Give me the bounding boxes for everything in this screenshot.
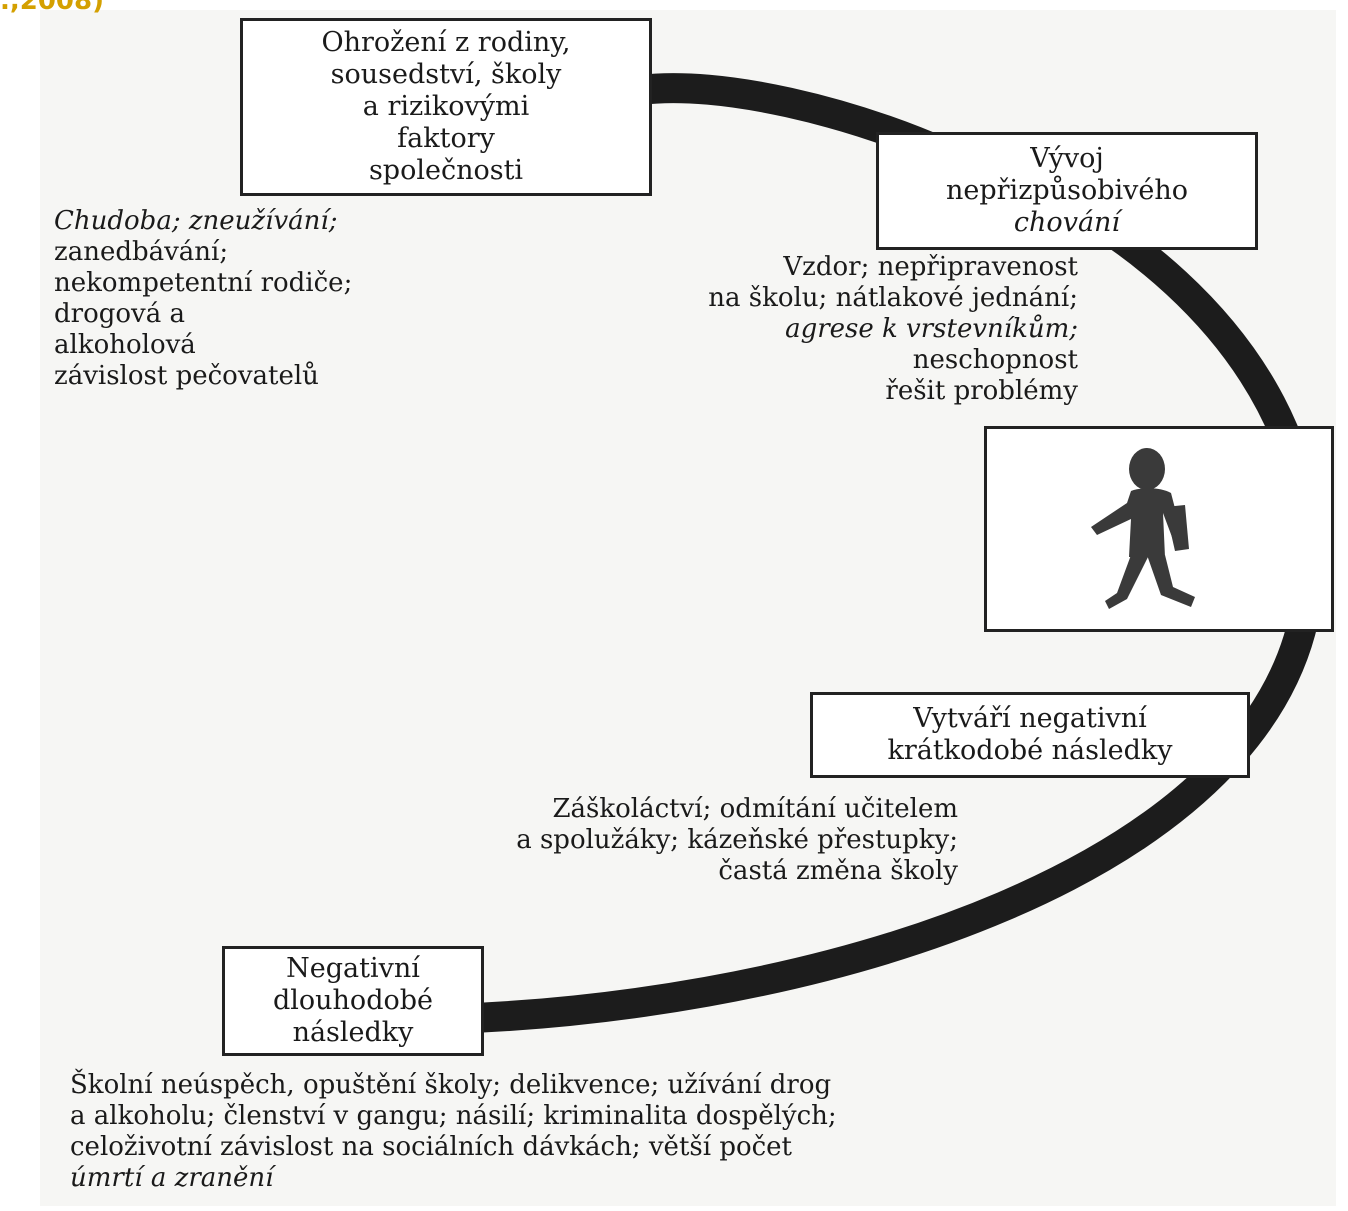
box-long-term-line: dlouhodobé [272, 985, 433, 1016]
walking-child-silhouette-icon [1091, 448, 1195, 609]
desc-long-term-line: celoživotní závislost na sociálních dávk… [70, 1132, 793, 1162]
box-development-line: chování [1013, 207, 1121, 238]
box-long-term: Negativní dlouhodobé následky [222, 946, 484, 1056]
box-threats-line: Ohrožení z rodiny, [321, 27, 571, 58]
box-development-line: Vývoj [1030, 143, 1104, 174]
desc-threats-line: zanedbávání; [54, 237, 229, 267]
desc-threats-line: Chudoba; zneužívání; [54, 206, 338, 236]
desc-threats-line: závislost pečovatelů [54, 361, 319, 391]
desc-development: Vzdor; nepřipravenost na školu; nátlakov… [520, 252, 1078, 407]
desc-short-term-line: a spolužáky; kázeňské přestupky; [516, 825, 958, 855]
desc-threats: Chudoba; zneužívání; zanedbávání; nekomp… [54, 206, 494, 392]
box-threats-line: sousedství, školy [330, 59, 562, 90]
desc-development-line: agrese k vrstevníkům; [785, 314, 1078, 344]
box-short-term-line: krátkodobé následky [887, 735, 1173, 766]
desc-development-line: Vzdor; nepřipravenost [783, 252, 1078, 282]
desc-short-term-line: Záškoláctví; odmítání učitelem [552, 794, 958, 824]
box-threats-line: faktory [397, 123, 495, 154]
desc-development-line: na školu; nátlakové jednání; [708, 283, 1078, 313]
box-short-term-line: Vytváří negativní [913, 703, 1147, 734]
desc-development-line: řešit problémy [885, 376, 1078, 406]
desc-long-term-line: úmrtí a zranění [70, 1163, 274, 1193]
desc-long-term: Školní neúspěch, opuštění školy; delikve… [70, 1070, 1220, 1194]
citation-fragment: .,2008) [0, 0, 104, 16]
box-short-term: Vytváří negativní krátkodobé následky [810, 692, 1250, 778]
desc-short-term-line: častá změna školy [718, 856, 958, 886]
box-figure [984, 426, 1334, 632]
box-development: Vývoj nepřizpůsobivého chování [876, 132, 1258, 250]
box-long-term-line: Negativní [286, 953, 420, 984]
desc-threats-line: nekompetentní rodiče; [54, 268, 353, 298]
box-threats: Ohrožení z rodiny, sousedství, školy a r… [240, 18, 652, 196]
box-long-term-line: následky [292, 1017, 414, 1048]
desc-threats-line: alkoholová [54, 330, 196, 360]
box-development-line: nepřizpůsobivého [946, 175, 1188, 206]
box-threats-line: společnosti [368, 155, 524, 186]
desc-threats-line: drogová a [54, 299, 185, 329]
desc-long-term-line: Školní neúspěch, opuštění školy; delikve… [70, 1070, 832, 1100]
desc-short-term: Záškoláctví; odmítání učitelem a spolužá… [300, 794, 958, 887]
desc-development-line: neschopnost [912, 345, 1078, 375]
desc-long-term-line: a alkoholu; členství v gangu; násilí; kr… [70, 1101, 837, 1131]
box-threats-line: a rizikovými [362, 91, 530, 122]
